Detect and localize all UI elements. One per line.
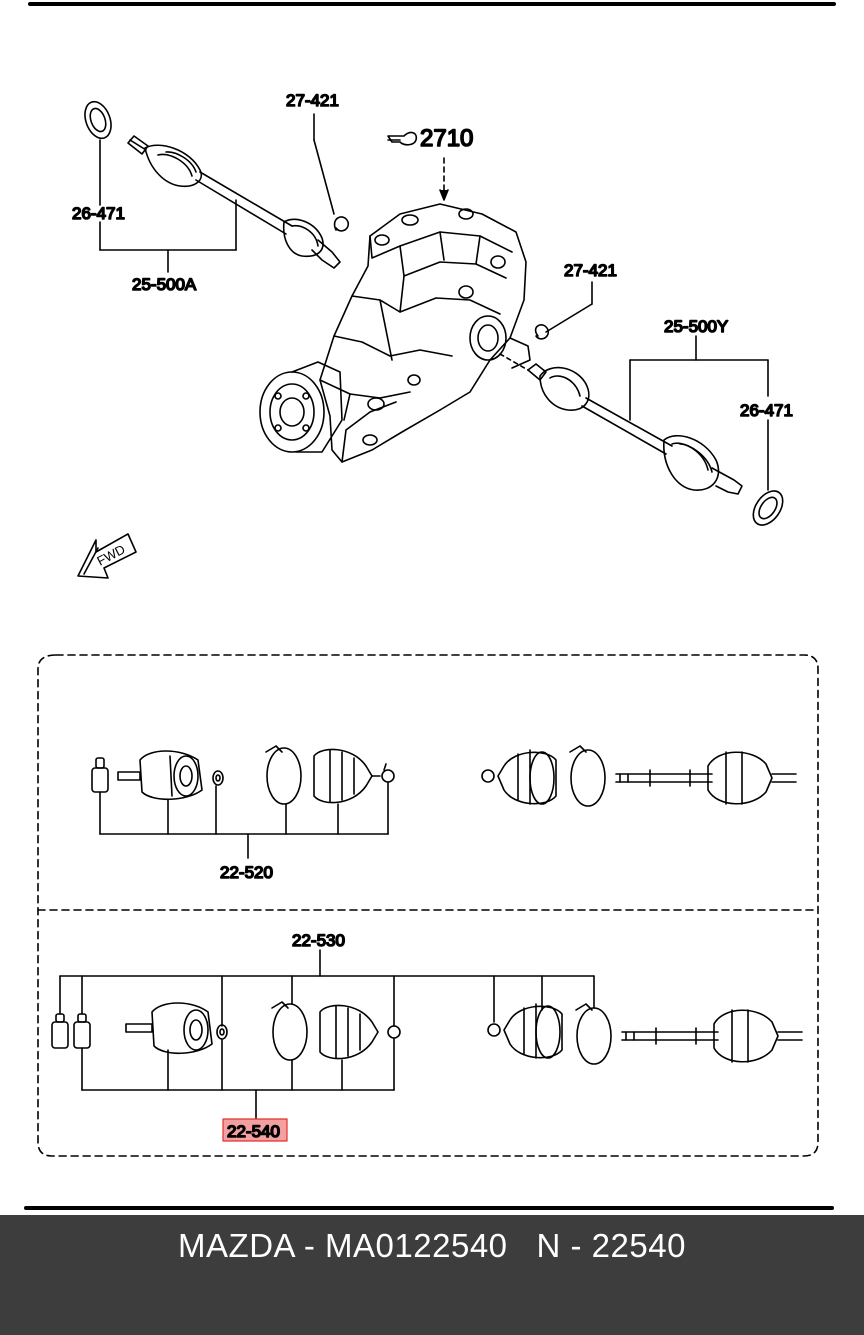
companion-flange: [259, 361, 343, 453]
clamp-small-right: [481, 769, 495, 783]
boot-1: [313, 748, 381, 804]
clamp-small-3: [487, 1023, 501, 1037]
half-shaft: [615, 751, 797, 805]
leader-shaft-right: [629, 335, 769, 491]
boot-band-3: [271, 1001, 308, 1061]
fwd-arrow-icon: [77, 533, 137, 579]
outer-joint: [117, 750, 203, 801]
label-clip-left: 27-421: [286, 91, 339, 110]
nut: [212, 770, 224, 786]
footer-bar: MAZDA - MA0122540 N - 22540: [0, 1215, 864, 1335]
drive-shaft-right: [527, 363, 743, 495]
hand-pointer-icon: [387, 131, 418, 146]
label-kit-highlight: 22-540: [227, 1122, 280, 1141]
label-shaft-right: 25-500Y: [664, 317, 728, 336]
grease-tube-pair: [51, 1013, 91, 1049]
leader-kit-full: [59, 949, 595, 1027]
bearing-left: [84, 100, 112, 140]
leader-kit-highlight: [81, 1037, 395, 1119]
drive-shaft-left: [127, 135, 341, 269]
kit-outline-dashed: [37, 654, 819, 1157]
outer-joint-2: [125, 1002, 213, 1055]
half-shaft-2: [621, 1009, 803, 1063]
label-kit-inner: 22-520: [220, 863, 273, 882]
label-diff-ref: 2710: [420, 125, 473, 152]
boot-4: [503, 1003, 563, 1059]
clamp-small-2: [387, 1025, 401, 1039]
clamp-small: [381, 763, 395, 783]
boot-band-2: [569, 745, 606, 807]
footer-part-number: MAZDA - MA0122540 N - 22540: [178, 1227, 686, 1264]
label-kit-full: 22-530: [292, 931, 345, 950]
circlip-right: [534, 281, 593, 340]
arrowhead-diff: [439, 189, 449, 201]
boot-2: [497, 749, 557, 805]
boot-band-4: [575, 1003, 612, 1065]
leader-kit-inner: [99, 781, 389, 859]
label-bearing-right: 26-471: [740, 401, 793, 420]
circlip-left: [313, 113, 350, 232]
shaft-axis-dashed: [499, 353, 529, 371]
leader-bearing-left: [99, 139, 237, 273]
grease-tube: [91, 757, 109, 793]
label-shaft-left: 25-500A: [132, 275, 197, 294]
label-clip-right: 27-421: [564, 261, 617, 280]
boot-band-1: [265, 745, 302, 805]
bearing-right: [752, 490, 784, 526]
differential-housing: [319, 203, 531, 463]
parts-diagram: 26-471 25-500A 27-421 2710: [24, 2, 836, 1210]
boot-3: [319, 1004, 379, 1060]
highlight-box: [222, 1118, 288, 1142]
nut-2: [216, 1024, 228, 1040]
label-bearing-left: 26-471: [72, 204, 125, 223]
